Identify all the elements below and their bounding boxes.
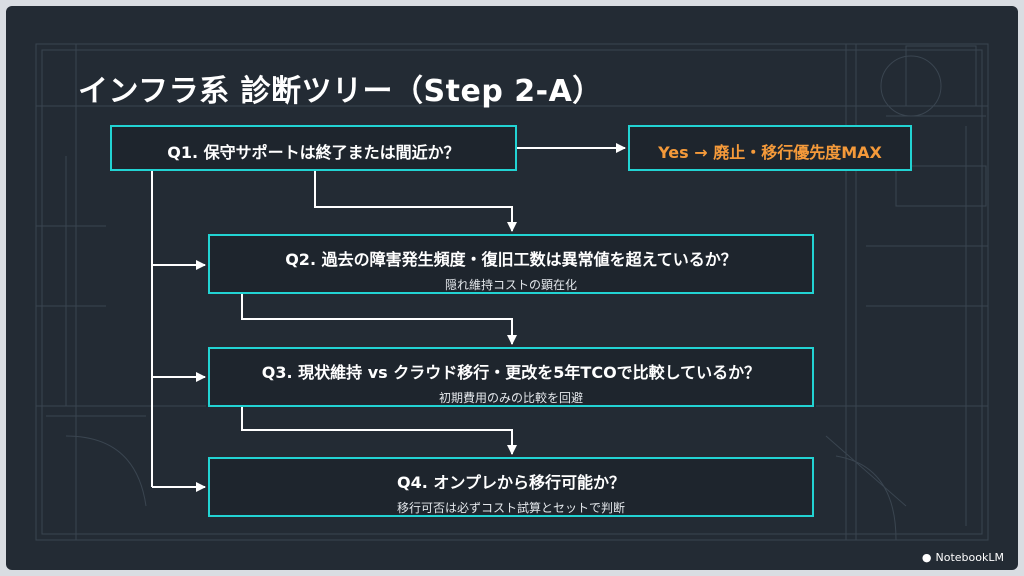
q2-question: Q2. 過去の障害発生頻度・復旧工数は異常値を超えているか？ [285,250,737,269]
logo-text: NotebookLM [935,551,1004,564]
q4-question: Q4. オンプレから移行可能か？ [397,473,625,492]
slide-title: インフラ系 診断ツリー（Step 2-A） [78,74,603,109]
q4-note: 移行可否は必ずコスト試算とセットで判断 [396,501,625,515]
flow-arrows [151,143,626,492]
arrow-q1-q2 [314,171,517,232]
q2-note: 隠れ維持コストの顕在化 [444,278,577,292]
q1-question: Q1. 保守サポートは終了または間近か？ [167,143,460,162]
notebooklm-logo: ●NotebookLM [922,551,1004,564]
node-q4: Q4. オンプレから移行可能か？ 移行可否は必ずコスト試算とセットで判断 [208,457,814,517]
notebooklm-icon: ● [921,551,932,564]
node-q2: Q2. 過去の障害発生頻度・復旧工数は異常値を超えているか？ 隠れ維持コストの顕… [208,234,814,294]
q3-note: 初期費用のみの比較を回避 [438,391,583,405]
slide: インフラ系 診断ツリー（Step 2-A） Q1. 保守サポートは終了または間近… [6,6,1018,570]
node-yes-outcome: Yes → 廃止・移行優先度MAX [628,125,912,171]
node-q1: Q1. 保守サポートは終了または間近か？ [110,125,517,171]
arrow-q2-q3 [241,294,517,345]
node-q3: Q3. 現状維持 vs クラウド移行・更改を5年TCOで比較しているか？ 初期費… [208,347,814,407]
arrow-q3-q4 [241,407,517,455]
blueprint-background [35,43,989,541]
q3-question: Q3. 現状維持 vs クラウド移行・更改を5年TCOで比較しているか？ [261,363,761,382]
